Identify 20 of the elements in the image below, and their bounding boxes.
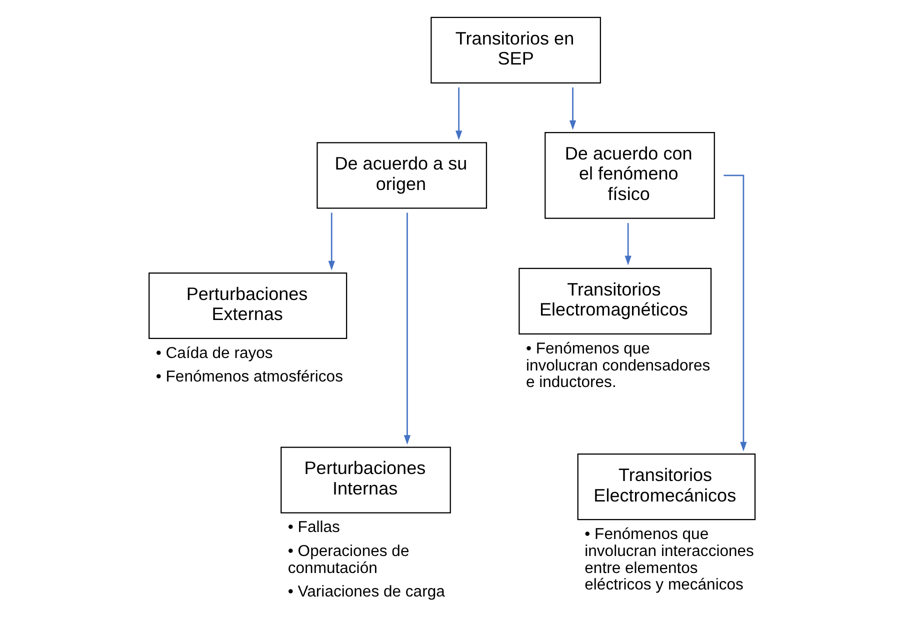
node-label: • Fenómenos atmosféricos [155, 368, 342, 386]
node-box: Transitorios Electromecánicos [576, 454, 756, 520]
node-label: • Caída de rayos [155, 344, 272, 362]
node-label: • Variaciones de carga [287, 584, 444, 601]
node-box: Transitorios en SEP [430, 16, 600, 84]
node-label: • Fenómenos que involucran interacciones entre elementos eléctricos y mecánicos [584, 526, 754, 594]
arrow [455, 87, 462, 140]
node-box: De acuerdo con el fenómeno físico [544, 132, 714, 219]
node-box: Perturbaciones Internas [280, 446, 450, 514]
node-box: De acuerdo a su origen [316, 142, 487, 209]
node-label: • Fallas [287, 519, 340, 536]
node-box: Perturbaciones Externas [148, 272, 347, 340]
arrow [328, 212, 334, 270]
node-box: Transitorios Electromagnéticos [518, 268, 712, 334]
arrow [723, 174, 746, 452]
arrow [403, 212, 410, 445]
node-label: • Fenómenos que involucran condensadores e inductores. [525, 340, 710, 392]
node-label: • Operaciones de conmutación [287, 542, 409, 577]
arrow [624, 223, 631, 266]
arrow [568, 87, 576, 130]
